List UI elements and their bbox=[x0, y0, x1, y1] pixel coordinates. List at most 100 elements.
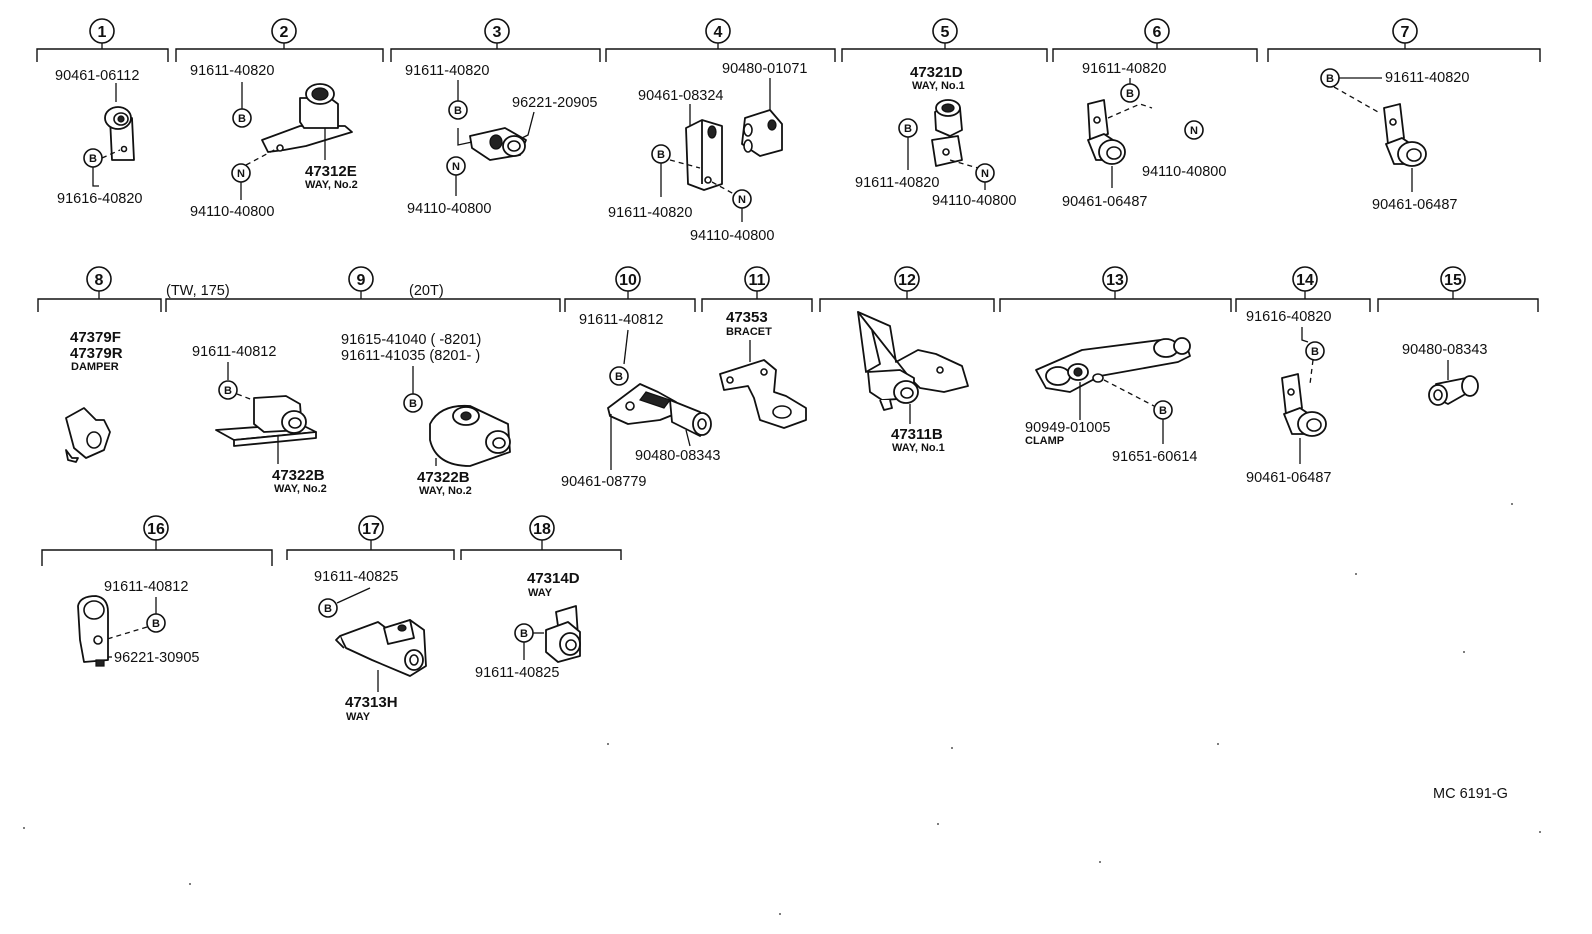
section-number: 13 bbox=[1106, 272, 1124, 289]
part-number: 91611-40820 bbox=[190, 63, 274, 79]
part-number: 91611-40812 bbox=[579, 312, 663, 328]
way-part bbox=[931, 99, 963, 167]
way-bracket-part bbox=[215, 395, 317, 447]
svg-text:B: B bbox=[224, 385, 232, 397]
part-number: 90461-06112 bbox=[55, 68, 139, 84]
print-specks bbox=[23, 503, 1541, 915]
part-number: 90461-06487 bbox=[1372, 197, 1457, 213]
bolt-marker bbox=[146, 613, 166, 633]
part-number: 91611-40820 bbox=[855, 175, 939, 191]
bolt-marker bbox=[609, 366, 629, 386]
part-number: 47322B bbox=[272, 467, 325, 484]
svg-text:B: B bbox=[615, 371, 623, 383]
part-number: 91611-41035 (8201- ) bbox=[341, 348, 480, 364]
svg-text:N: N bbox=[1190, 125, 1198, 137]
section-number: 7 bbox=[1401, 24, 1410, 41]
clamp-part bbox=[1035, 337, 1191, 393]
section-number: 9 bbox=[357, 272, 366, 289]
svg-text:B: B bbox=[409, 398, 417, 410]
bolt-marker bbox=[318, 598, 338, 618]
part-number: 91616-40820 bbox=[57, 191, 142, 207]
svg-text:B: B bbox=[152, 618, 160, 630]
part-note: WAY, No.2 bbox=[274, 483, 327, 495]
part-note: WAY, No.2 bbox=[305, 179, 358, 191]
part-number: 91611-40812 bbox=[192, 344, 276, 360]
part-number: 94110-40800 bbox=[407, 201, 491, 217]
svg-text:B: B bbox=[238, 113, 246, 125]
part-number: 94110-40800 bbox=[932, 193, 1016, 209]
part-number: 91611-40820 bbox=[1385, 70, 1469, 86]
bolt-marker bbox=[1120, 83, 1140, 103]
svg-text:B: B bbox=[657, 149, 665, 161]
part-number: 90949-01005 bbox=[1025, 420, 1110, 436]
section-6: 6 91611-40820 B N 94110-40800 90461-0648… bbox=[1052, 18, 1258, 210]
section-8: 8 47379F 47379R DAMPER bbox=[37, 266, 162, 463]
part-number: 90461-08779 bbox=[561, 474, 646, 490]
section-number: 6 bbox=[1153, 24, 1162, 41]
part-number: 91651-60614 bbox=[1112, 449, 1197, 465]
way-part bbox=[545, 605, 581, 663]
section-1: 1 90461-06112 B 91616-40820 bbox=[36, 18, 169, 207]
damper-part bbox=[65, 407, 111, 463]
section-number: 12 bbox=[898, 272, 916, 289]
variant-note: (20T) bbox=[409, 283, 444, 299]
clamp-part bbox=[1383, 103, 1427, 167]
section-4: 4 90480-01071 90461-08324 B 91611-40820 … bbox=[605, 18, 836, 244]
svg-text:B: B bbox=[1126, 88, 1134, 100]
part-number: 91611-40812 bbox=[104, 579, 188, 595]
section-number: 4 bbox=[714, 24, 723, 41]
part-number: 91611-40820 bbox=[405, 63, 489, 79]
part-number: 47322B bbox=[417, 469, 470, 486]
svg-text:B: B bbox=[1159, 405, 1167, 417]
section-12: 12 47311B WAY, No.1 bbox=[819, 266, 995, 454]
svg-text:N: N bbox=[738, 194, 746, 206]
part-note: WAY bbox=[346, 711, 371, 723]
clamp-part bbox=[1281, 373, 1327, 437]
part-number: 90461-06487 bbox=[1246, 470, 1331, 486]
svg-text:B: B bbox=[1311, 346, 1319, 358]
figure-code: MC 6191-G bbox=[1433, 786, 1508, 802]
part-note: DAMPER bbox=[71, 361, 119, 373]
section-number: 8 bbox=[95, 272, 104, 289]
part-number: 47379F bbox=[70, 329, 121, 346]
svg-text:B: B bbox=[520, 628, 528, 640]
section-11: 11 47353 BRACET bbox=[701, 266, 813, 429]
svg-text:B: B bbox=[324, 603, 332, 615]
svg-text:N: N bbox=[981, 168, 989, 180]
svg-text:B: B bbox=[904, 123, 912, 135]
part-number: 47379R bbox=[70, 345, 123, 362]
part-note: WAY, No.1 bbox=[912, 80, 965, 92]
part-note: WAY bbox=[528, 587, 553, 599]
part-number: 91611-40825 bbox=[475, 665, 559, 681]
part-number: 47312E bbox=[305, 163, 357, 180]
variant-note: (TW, 175) bbox=[166, 283, 230, 299]
clamp-part bbox=[1087, 99, 1126, 165]
section-17: 17 91611-40825 B 47313H WAY bbox=[286, 515, 455, 723]
svg-text:N: N bbox=[452, 161, 460, 173]
part-note: WAY, No.1 bbox=[892, 442, 945, 454]
way-part bbox=[429, 404, 511, 467]
section-number: 14 bbox=[1296, 272, 1314, 289]
part-number: 47321D bbox=[910, 64, 963, 81]
part-number: 94110-40800 bbox=[1142, 164, 1226, 180]
section-number: 1 bbox=[98, 24, 107, 41]
part-note: WAY, No.2 bbox=[419, 485, 472, 497]
part-number: 47353 bbox=[726, 309, 768, 326]
section-number: 5 bbox=[941, 24, 950, 41]
svg-text:B: B bbox=[89, 153, 97, 165]
clamp-part bbox=[77, 595, 109, 667]
way-bracket-part bbox=[857, 311, 969, 411]
svg-text:N: N bbox=[237, 168, 245, 180]
clamp-part bbox=[685, 119, 723, 191]
section-number: 11 bbox=[749, 272, 766, 289]
part-number: 90480-01071 bbox=[722, 61, 807, 77]
part-number: 90461-06487 bbox=[1062, 194, 1147, 210]
section-number: 2 bbox=[280, 24, 289, 41]
section-number: 10 bbox=[619, 272, 637, 289]
section-10: 10 91611-40812 B 90480-08343 90461-08779 bbox=[561, 266, 720, 490]
part-number: 91615-41040 ( -8201) bbox=[341, 332, 481, 348]
bolt-marker bbox=[1305, 341, 1325, 361]
way-part bbox=[335, 619, 427, 677]
section-number: 18 bbox=[533, 521, 551, 538]
